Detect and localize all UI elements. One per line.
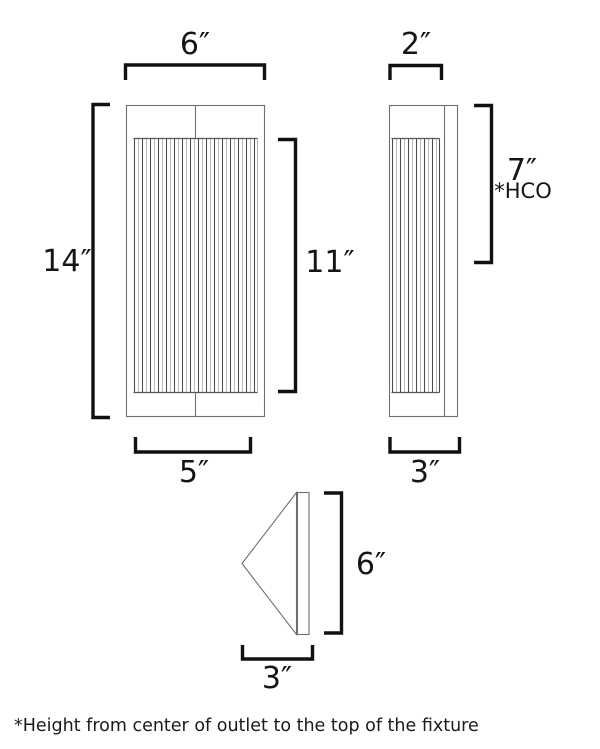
front-width-bottom-label: 5″ xyxy=(179,455,209,490)
front-elevation-view: 6″ 14″ 11″ 5″ xyxy=(42,27,354,490)
top-depth-bracket xyxy=(324,491,344,635)
top-width-bracket xyxy=(240,645,315,661)
side-lens-ribbed-panel xyxy=(391,137,441,394)
side-height-hco-label: 7″ xyxy=(507,153,537,188)
top-plan-view: 6″ 3″ xyxy=(240,490,386,696)
side-width-top-label: 2″ xyxy=(401,27,431,62)
front-lens-ribbed-panel xyxy=(133,137,259,394)
top-plan-backplate xyxy=(296,491,310,636)
front-width-top-bracket xyxy=(123,63,267,80)
side-height-hco-note: *HCO xyxy=(494,179,551,203)
front-height-lens-label: 11″ xyxy=(305,245,354,280)
front-height-lens-bracket xyxy=(278,137,298,394)
side-width-bottom-bracket xyxy=(388,437,462,454)
top-width-label: 3″ xyxy=(262,661,292,696)
footnote-label: *Height from center of outlet to the top… xyxy=(14,716,479,736)
top-plan-triangle xyxy=(241,490,298,637)
top-depth-label: 6″ xyxy=(356,547,386,582)
side-lens-ribs xyxy=(391,138,441,393)
front-height-overall-label: 14″ xyxy=(42,244,91,279)
front-height-overall-bracket xyxy=(91,102,110,420)
front-lens-ribs xyxy=(133,138,259,393)
side-width-bottom-label: 3″ xyxy=(410,455,440,490)
side-width-top-bracket xyxy=(388,63,444,80)
side-height-hco-bracket xyxy=(474,103,494,265)
side-elevation-view: 2″ 7″ *HCO 3″ xyxy=(388,27,552,490)
front-width-top-label: 6″ xyxy=(180,27,210,62)
front-width-bottom-bracket xyxy=(133,437,253,454)
